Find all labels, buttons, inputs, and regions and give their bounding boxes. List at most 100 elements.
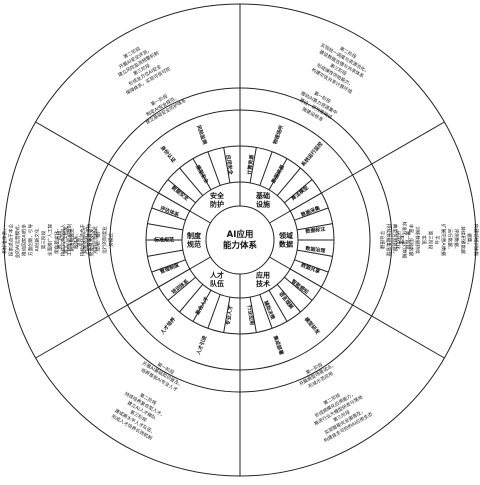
sub-divider	[151, 259, 186, 273]
sub-divider	[268, 158, 288, 191]
stage-later-text: 第二阶段持续培养复合型人才，建立AI人才梯队第三阶段建成高水平人才队伍，形成人才…	[110, 390, 166, 442]
stage-later-text-line: 闭环优化	[394, 231, 401, 250]
sub-item: 数据资源	[270, 164, 286, 185]
sub-divider	[207, 151, 221, 186]
stage-later-text-line: 构建领域训练数	[472, 224, 479, 257]
stage-later-text-line: 实现	[420, 235, 427, 245]
sub-item: 复合人才	[193, 295, 210, 317]
sub-divider	[158, 268, 191, 288]
stage-one-text-line: 应用、推广	[95, 228, 102, 251]
sub-divider	[158, 192, 191, 212]
stage-one-text-line: 第一阶段	[405, 231, 412, 250]
sub-divider	[151, 207, 186, 221]
stage-later-text-line: 能创新文化，	[53, 226, 60, 254]
sub-divider	[192, 158, 212, 191]
stage-one-text-line: 智能技术研发、	[88, 224, 95, 256]
sub-divider	[167, 179, 196, 204]
stage-later-text-line: 业的AI运营模式，	[14, 222, 21, 259]
sector-label-line: 基础	[255, 191, 270, 200]
sub-divider	[268, 289, 288, 322]
sub-item: 辅助决策	[262, 300, 277, 322]
stage-one-text-line: 第一阶段	[56, 230, 63, 249]
sub-divider	[289, 268, 322, 288]
sub-item: 计算资源	[246, 154, 256, 175]
sub-item: 数据共享	[300, 261, 321, 275]
stage-later-text-line: 第二阶段	[479, 231, 480, 250]
sector-label-line: 设施	[256, 199, 270, 208]
stage-later-text-line: 持续完善面向人	[59, 224, 66, 257]
sub-item: 标准规范	[153, 237, 174, 244]
sub-divider	[294, 259, 329, 273]
stage-later-text-line: 人工智能技术特	[85, 224, 92, 257]
stage-later-text-line: 持续积累数据	[459, 226, 466, 254]
stage-one-text-line: 典型评测数据，	[392, 224, 399, 256]
sub-divider	[249, 297, 257, 333]
stage-one-text-line: 运行的制度业	[101, 226, 108, 254]
sector-label-line: 数据	[279, 239, 293, 248]
sub-item: 数据标注	[305, 226, 326, 235]
inner-item: 模型研发	[303, 316, 322, 337]
stage-later-text-line: 据集，	[466, 233, 473, 247]
stage-one-text-line: 持续数据集管理	[385, 224, 392, 257]
sub-item: 数据安全	[170, 184, 191, 202]
stage-later-text-line: 方面探索AI制度	[0, 224, 1, 256]
stage-one-text: 第一阶段建立人工智能制度和规范体系，探索适合人工智能技术研发、应用、推广运行的制…	[56, 224, 115, 256]
sub-divider	[192, 289, 212, 322]
stage-one-text-line: 建立人工智能	[62, 226, 69, 254]
sub-item: 数据采集	[300, 204, 322, 218]
sub-item: 培训体系	[170, 278, 190, 296]
sub-divider	[259, 151, 273, 186]
stage-later-text-line: 和标准体系，	[1, 226, 8, 254]
sub-divider	[294, 207, 329, 221]
sub-divider	[249, 147, 257, 183]
stage-later-text: 第二阶段形成规模化应用能力，推进行业大模型研发与落地第三阶段实现智能化全面普及，…	[313, 390, 374, 444]
sector-label-line: 应用	[256, 271, 270, 280]
stage-later-text-line: 训练数据持续	[414, 226, 421, 254]
stage-later-text-line: 丰富，评测数据	[407, 224, 414, 257]
sub-item: 应用安全	[225, 154, 235, 176]
sub-divider	[179, 284, 204, 313]
sub-item: 语言理解	[277, 290, 295, 310]
sector-label-line: 队伍	[210, 279, 224, 288]
stage-later-text-line: AI创新文化	[33, 228, 40, 251]
sub-divider	[207, 294, 221, 329]
sector-label: 人才队伍	[210, 271, 224, 289]
stage-one-text-line: 务模式	[108, 233, 115, 247]
sub-divider	[223, 147, 231, 183]
stage-later-text-line: 度体系，	[72, 231, 79, 249]
inner-item: 身份认证	[159, 144, 177, 164]
stage-later-text-line: 第三阶段	[40, 230, 47, 249]
sub-item: 评估体系	[159, 205, 180, 219]
sub-divider	[276, 167, 301, 196]
sector-label: 安全防护	[210, 191, 225, 209]
stage-later-text-line: 推动国家AI的多	[20, 224, 27, 256]
stage-later-text: 第二阶段实现统一调度与资源池化，建设数据治理与共享体系第三阶段形成弹性供给能力，…	[310, 42, 370, 96]
stage-one-text-line: 平台搭建	[379, 231, 386, 250]
stage-later-text-line: 全面推广人工智	[46, 224, 53, 257]
inner-item: 集成部署	[271, 334, 285, 356]
stage-one-text-line: 构建	[398, 235, 405, 245]
inner-item: 人才培养	[158, 316, 177, 337]
sub-item: 数据治理	[305, 245, 326, 254]
sub-divider	[147, 223, 183, 231]
sub-divider	[284, 276, 313, 301]
center-ring	[205, 205, 275, 275]
center-title-line: AI应用	[227, 229, 254, 240]
stage-one-text-line: 体系，	[75, 233, 82, 247]
sub-item: 模型安全	[194, 164, 211, 186]
sub-item: 行业应用	[246, 304, 256, 326]
stage-later-text-line: 平台	[433, 235, 440, 245]
sub-item: 算法模型	[290, 184, 310, 202]
inner-item: 系统运行监控	[300, 140, 325, 167]
sector-label-line: 人才	[210, 271, 224, 280]
sub-divider	[284, 179, 313, 204]
sector-label-line: 安全	[210, 191, 225, 200]
stage-later-text-line: 方面创新，引导	[27, 224, 34, 257]
